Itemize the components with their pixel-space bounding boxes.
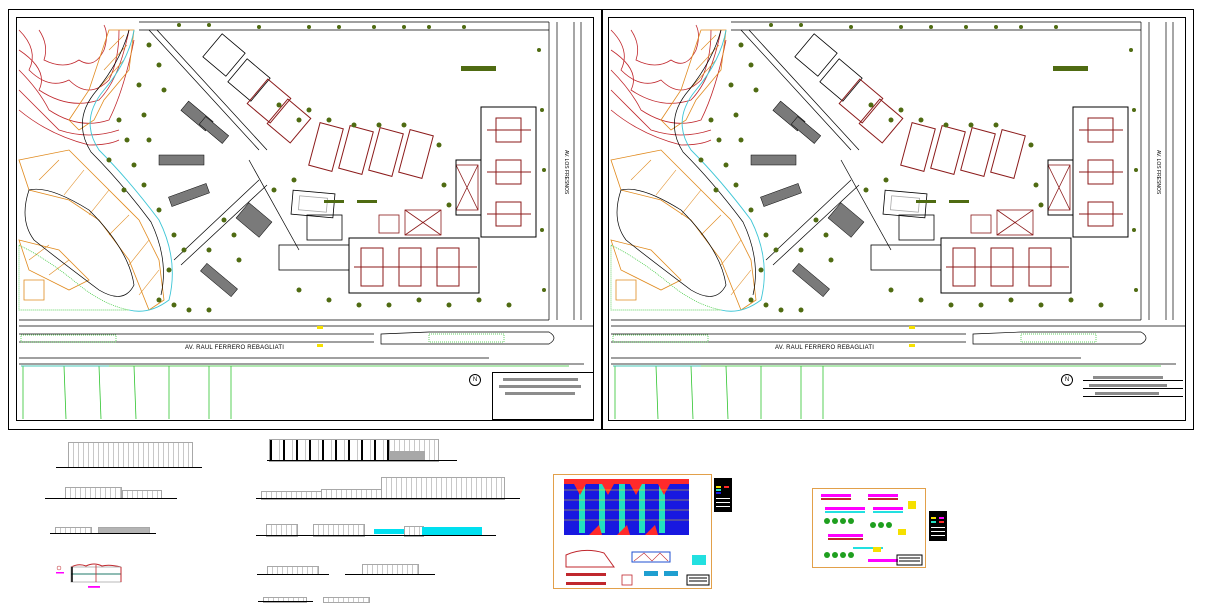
street-label-right: AV. LOS FRESNOS <box>1155 150 1161 195</box>
elevation-left-section <box>54 562 124 598</box>
avenue-lines <box>611 331 1176 365</box>
elevation-right-2 <box>256 475 520 500</box>
site-plan-frame-left <box>16 17 594 421</box>
river-line <box>89 29 173 312</box>
tower-frame <box>455 159 482 216</box>
lower-lots <box>613 365 1161 420</box>
connection-legend-table <box>929 511 947 541</box>
road-label-right: AV. RAUL FERRERO REBAGLIATI <box>775 345 875 351</box>
structural-legend-table <box>714 478 732 512</box>
hedge-rows <box>916 66 1088 203</box>
pool <box>290 189 336 219</box>
gym-hall <box>348 237 480 294</box>
elevation-right-1 <box>267 437 457 463</box>
title-line-1 <box>1093 376 1163 379</box>
hedge-rows <box>324 66 496 203</box>
central-building <box>278 214 350 271</box>
title-line-2 <box>499 385 581 388</box>
diagonal-paths <box>740 29 892 266</box>
connection-detail-drawing <box>821 494 923 566</box>
title-line-3 <box>505 392 575 395</box>
elevation-left-3 <box>50 525 156 535</box>
tennis-courts <box>838 78 1026 179</box>
path-line <box>673 29 756 296</box>
cross-structures <box>970 164 1071 236</box>
median-planting <box>612 333 1097 343</box>
central-building <box>870 214 942 271</box>
legend-swatches <box>716 486 730 507</box>
site-plan-drawing-left <box>18 21 594 420</box>
section-drawing <box>56 563 122 588</box>
elevation-right-5 <box>258 596 388 604</box>
trees <box>106 23 546 313</box>
pool-inner <box>298 195 328 213</box>
title-line-1 <box>503 378 578 381</box>
yellow-markers <box>317 326 323 347</box>
tennis-courts <box>246 78 434 179</box>
hatch-strokes <box>630 34 752 296</box>
median-planting <box>20 333 505 343</box>
hatch-strokes <box>28 34 160 296</box>
path-line <box>81 29 164 296</box>
site-plan-sheet-left: AV. RAUL FERRERO REBAGLIATI AV. LOS FRES… <box>8 9 602 430</box>
cross-structures <box>378 164 479 236</box>
site-boundary <box>611 21 1186 327</box>
covered-courts <box>487 117 531 227</box>
title-line-3 <box>1095 392 1159 395</box>
title-line-2 <box>1089 384 1167 387</box>
north-arrow-icon-right: N <box>1061 374 1073 386</box>
diagonal-paths <box>148 29 300 266</box>
parking-loop <box>24 188 135 297</box>
covered-courts <box>1079 117 1123 227</box>
title-block-right <box>1083 376 1183 406</box>
covered-hall <box>1072 106 1129 238</box>
connection-detail-sheet <box>812 488 926 568</box>
contour-lines <box>610 24 727 146</box>
site-plan-sheet-right: AV. RAUL FERRERO REBAGLIATI AV. LOS FRES… <box>602 9 1194 430</box>
site-plan-frame-right <box>608 17 1186 421</box>
avenue-lines <box>19 331 584 365</box>
housing-blocks <box>158 100 273 298</box>
street-label-left: AV. LOS FRESNOS <box>563 150 569 195</box>
gym-hall <box>940 237 1072 294</box>
housing-blocks <box>750 100 865 298</box>
contour-lines <box>18 24 135 146</box>
hatched-slope <box>610 29 757 311</box>
legend-swatches <box>931 517 945 536</box>
elevation-right-3 <box>256 522 496 538</box>
gym-courts <box>946 247 1069 287</box>
north-arrow-icon-left: N <box>469 374 481 386</box>
pool-inner <box>890 195 920 213</box>
trees <box>698 23 1138 313</box>
site-plan-drawing-right <box>610 21 1186 420</box>
title-block-left <box>492 372 594 420</box>
basketball-courts <box>202 33 271 102</box>
elevation-left-1 <box>56 440 202 470</box>
structural-detail-drawing <box>564 479 710 586</box>
gym-courts <box>354 247 477 287</box>
road-label-left: AV. RAUL FERRERO REBAGLIATI <box>185 345 285 351</box>
yellow-markers <box>909 326 915 347</box>
basketball-courts <box>794 33 863 102</box>
hatched-slope <box>18 29 165 311</box>
green-area <box>18 244 130 311</box>
lower-lots <box>21 365 569 420</box>
parking-loop <box>616 188 727 297</box>
river-line <box>681 29 765 312</box>
pool <box>882 189 928 219</box>
elevation-left-2 <box>45 485 177 501</box>
tower-frame <box>1047 159 1074 216</box>
elevation-right-4 <box>257 564 437 576</box>
covered-hall <box>480 106 537 238</box>
site-boundary <box>19 21 594 327</box>
green-area <box>610 244 722 311</box>
structural-detail-sheet <box>553 474 712 589</box>
